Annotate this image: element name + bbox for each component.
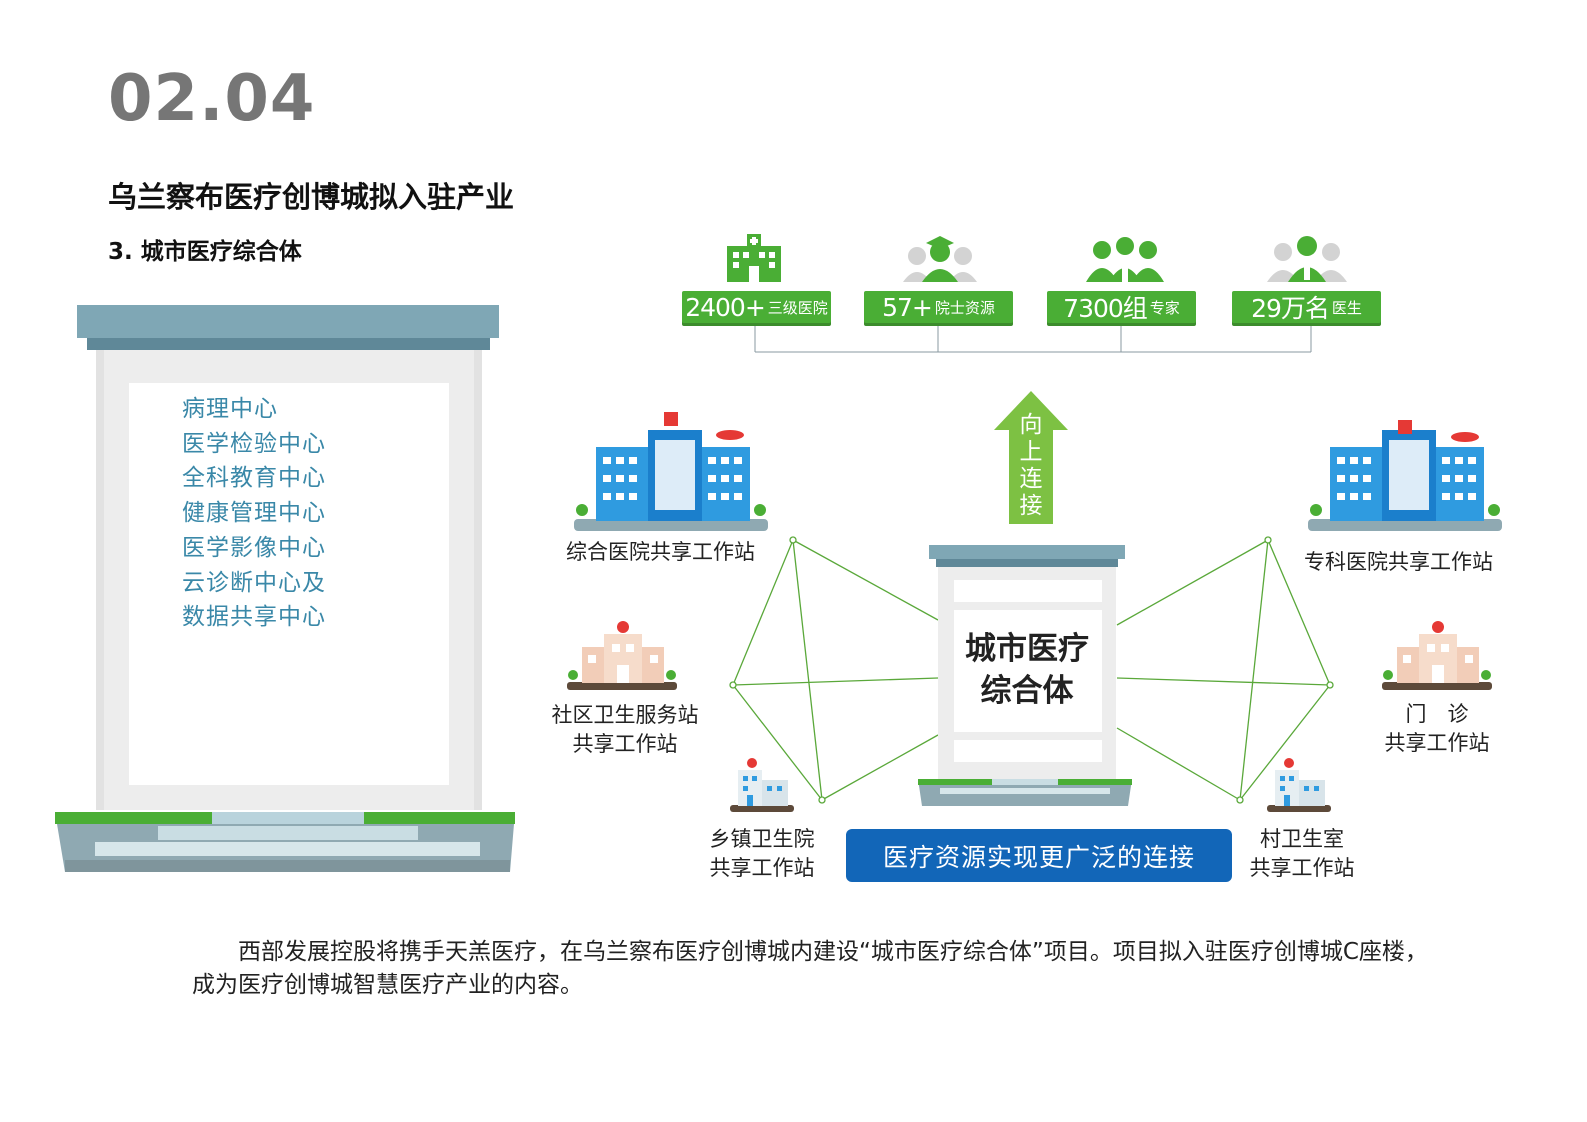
core-building	[918, 545, 1132, 806]
village-clinic-icon	[1267, 758, 1331, 812]
stats-bracket	[754, 324, 1312, 353]
village-clinic-label: 村卫生室 共享工作站	[1246, 825, 1358, 883]
village-label-line2: 共享工作站	[1249, 856, 1355, 880]
center-item: 医学影像中心	[182, 534, 326, 561]
experts-icon	[1086, 237, 1164, 282]
up-arrow	[994, 391, 1068, 524]
center-item: 医学检验中心	[182, 430, 326, 457]
stat-tertiary-hospitals: 2400+三级医院	[682, 291, 831, 323]
township-label-line2: 共享工作站	[709, 856, 815, 880]
connection-banner: 医疗资源实现更广泛的连接	[846, 829, 1232, 882]
township-label-line1: 乡镇卫生院	[709, 827, 815, 851]
page-subtitle: 3. 城市医疗综合体	[108, 239, 302, 265]
stat-experts: 7300组专家	[1047, 291, 1196, 323]
specialist-hospital-label: 专科医院共享工作站	[1304, 550, 1493, 574]
general-hospital-icon	[574, 412, 768, 531]
community-station-icon	[567, 621, 677, 690]
stat-unit: 院士资源	[934, 298, 995, 317]
general-hospital-label: 综合医院共享工作站	[566, 540, 755, 564]
center-item: 数据共享中心	[182, 604, 326, 631]
core-title: 城市医疗 综合体	[952, 628, 1102, 712]
stat-unit: 三级医院	[767, 298, 828, 317]
stat-number: 57+	[882, 292, 933, 322]
center-item: 云诊断中心及	[182, 569, 326, 596]
township-hospital-icon	[730, 758, 794, 812]
clinic-label-line1: 门 诊	[1405, 702, 1469, 726]
stat-number: 7300组	[1063, 294, 1148, 323]
section-number: 02.04	[108, 62, 316, 136]
specialist-hospital-icon	[1308, 420, 1502, 531]
community-label-line2: 共享工作站	[572, 732, 678, 756]
stat-unit: 专家	[1149, 298, 1180, 317]
center-item: 病理中心	[182, 396, 278, 422]
township-hospital-label: 乡镇卫生院 共享工作站	[706, 825, 818, 883]
academician-icon	[903, 236, 977, 282]
clinic-station-label: 门 诊 共享工作站	[1380, 700, 1494, 758]
page-title: 乌兰察布医疗创博城拟入驻产业	[108, 180, 515, 214]
core-title-line2: 综合体	[980, 673, 1074, 709]
clinic-label-line2: 共享工作站	[1384, 731, 1490, 755]
doctors-icon	[1267, 236, 1347, 282]
stat-number: 2400+	[685, 292, 766, 322]
village-label-line1: 村卫生室	[1260, 827, 1344, 851]
up-arrow-label: 向上连接	[1019, 412, 1043, 519]
stat-unit: 医生	[1331, 298, 1362, 317]
stat-number: 29万名	[1251, 294, 1330, 323]
left-building-illustration	[55, 305, 515, 872]
center-item: 全科教育中心	[182, 465, 326, 492]
community-station-label: 社区卫生服务站 共享工作站	[550, 701, 700, 759]
center-item: 健康管理中心	[182, 500, 326, 527]
stat-doctors: 29万名医生	[1232, 291, 1381, 323]
description-paragraph: 西部发展控股将携手天羔医疗，在乌兰察布医疗创博城内建设“城市医疗综合体”项目。项…	[192, 939, 1428, 998]
community-label-line1: 社区卫生服务站	[551, 703, 699, 727]
hospital-icon	[727, 234, 781, 282]
stat-academicians: 57+院士资源	[864, 291, 1013, 323]
connector-lines	[732, 539, 1331, 801]
center-list: 病理中心 医学检验中心 全科教育中心 健康管理中心 医学影像中心 云诊断中心及 …	[182, 392, 326, 635]
clinic-station-icon	[1382, 621, 1492, 690]
core-title-line1: 城市医疗	[965, 631, 1089, 667]
